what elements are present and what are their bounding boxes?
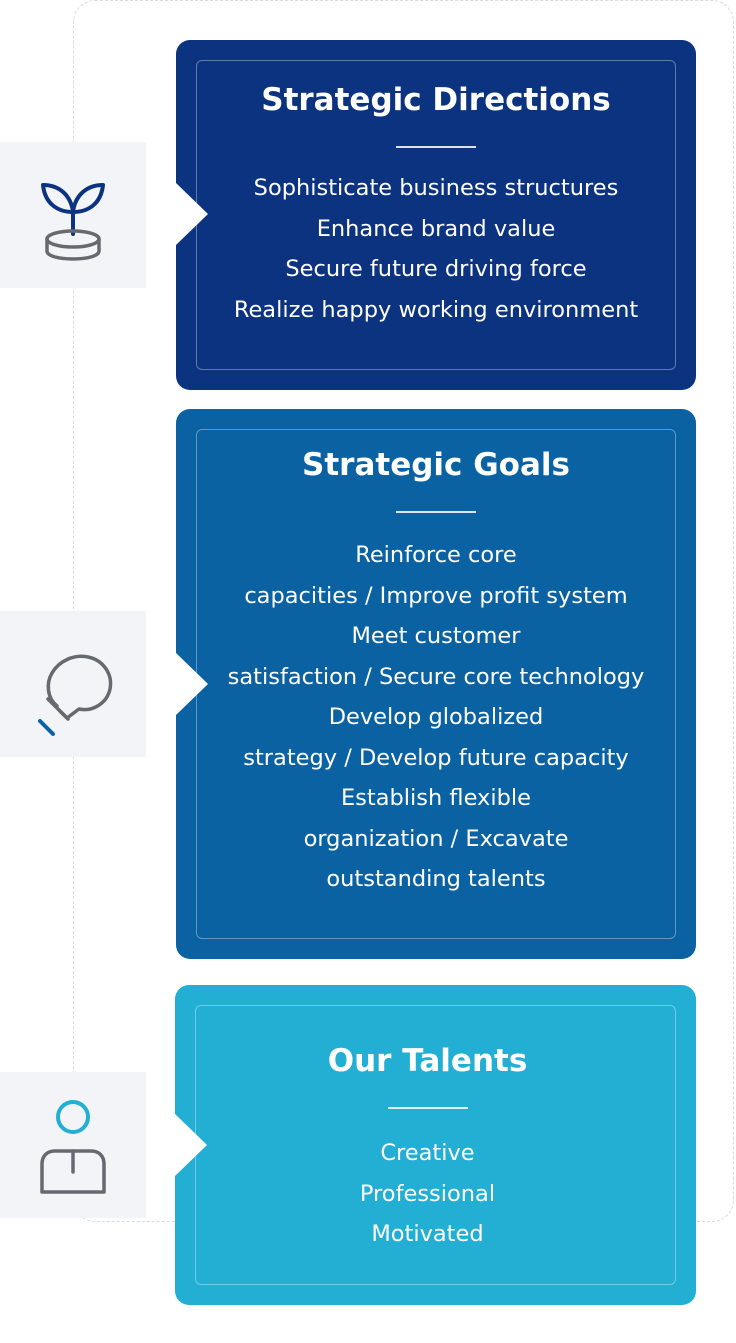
list-item: outstanding talents	[326, 866, 546, 892]
list-item: Meet customer	[351, 623, 521, 649]
strategic-directions-card-inner: Strategic Directions Sophisticate busine…	[196, 60, 676, 370]
list-item: organization / Excavate	[303, 825, 569, 852]
list-item: strategy / Develop future capacity	[243, 744, 629, 771]
list-item: Professional	[359, 1180, 496, 1207]
our-talents-list: Creative Professional Motivated	[360, 1133, 495, 1255]
strategic-goals-divider	[396, 511, 476, 513]
our-talents-divider	[387, 1107, 468, 1109]
list-item: Secure future driving force	[285, 256, 587, 282]
pointer-arrow	[176, 653, 208, 715]
light-bulb-icon	[38, 654, 113, 736]
list-item: Develop globalized	[328, 704, 544, 730]
pointer-arrow	[175, 1114, 207, 1176]
strategic-directions-list: Sophisticate business structures Enhance…	[234, 168, 638, 330]
strategic-directions-divider	[396, 146, 476, 148]
plant-sprout-icon	[41, 183, 105, 261]
our-talents-card: Our Talents Creative Professional Motiva…	[175, 985, 696, 1305]
list-item: Reinforce core	[355, 542, 517, 568]
person-icon	[40, 1100, 106, 1194]
list-item: capacities / Improve profit system	[244, 582, 628, 609]
pointer-arrow	[176, 183, 208, 245]
list-item: Realize happy working environment	[233, 296, 639, 323]
list-item: Motivated	[371, 1221, 484, 1247]
list-item: Creative	[380, 1140, 475, 1166]
list-item: Enhance brand value	[316, 215, 556, 242]
person-icon-tile	[0, 1072, 146, 1218]
list-item: Establish flexible	[340, 785, 531, 811]
strategic-goals-title: Strategic Goals	[302, 447, 570, 483]
strategic-directions-card: Strategic Directions Sophisticate busine…	[176, 40, 696, 390]
our-talents-title: Our Talents	[327, 1043, 528, 1079]
our-talents-card-inner: Our Talents Creative Professional Motiva…	[195, 1005, 676, 1285]
strategic-directions-title: Strategic Directions	[261, 82, 611, 118]
plant-icon-tile	[0, 142, 146, 288]
strategic-goals-list: Reinforce core capacities / Improve prof…	[228, 535, 645, 900]
strategic-goals-card: Strategic Goals Reinforce core capacitie…	[176, 409, 696, 959]
strategic-goals-card-inner: Strategic Goals Reinforce core capacitie…	[196, 429, 676, 939]
list-item: Sophisticate business structures	[253, 175, 619, 201]
list-item: satisfaction / Secure core technology	[227, 663, 645, 690]
bulb-icon-tile	[0, 611, 146, 757]
